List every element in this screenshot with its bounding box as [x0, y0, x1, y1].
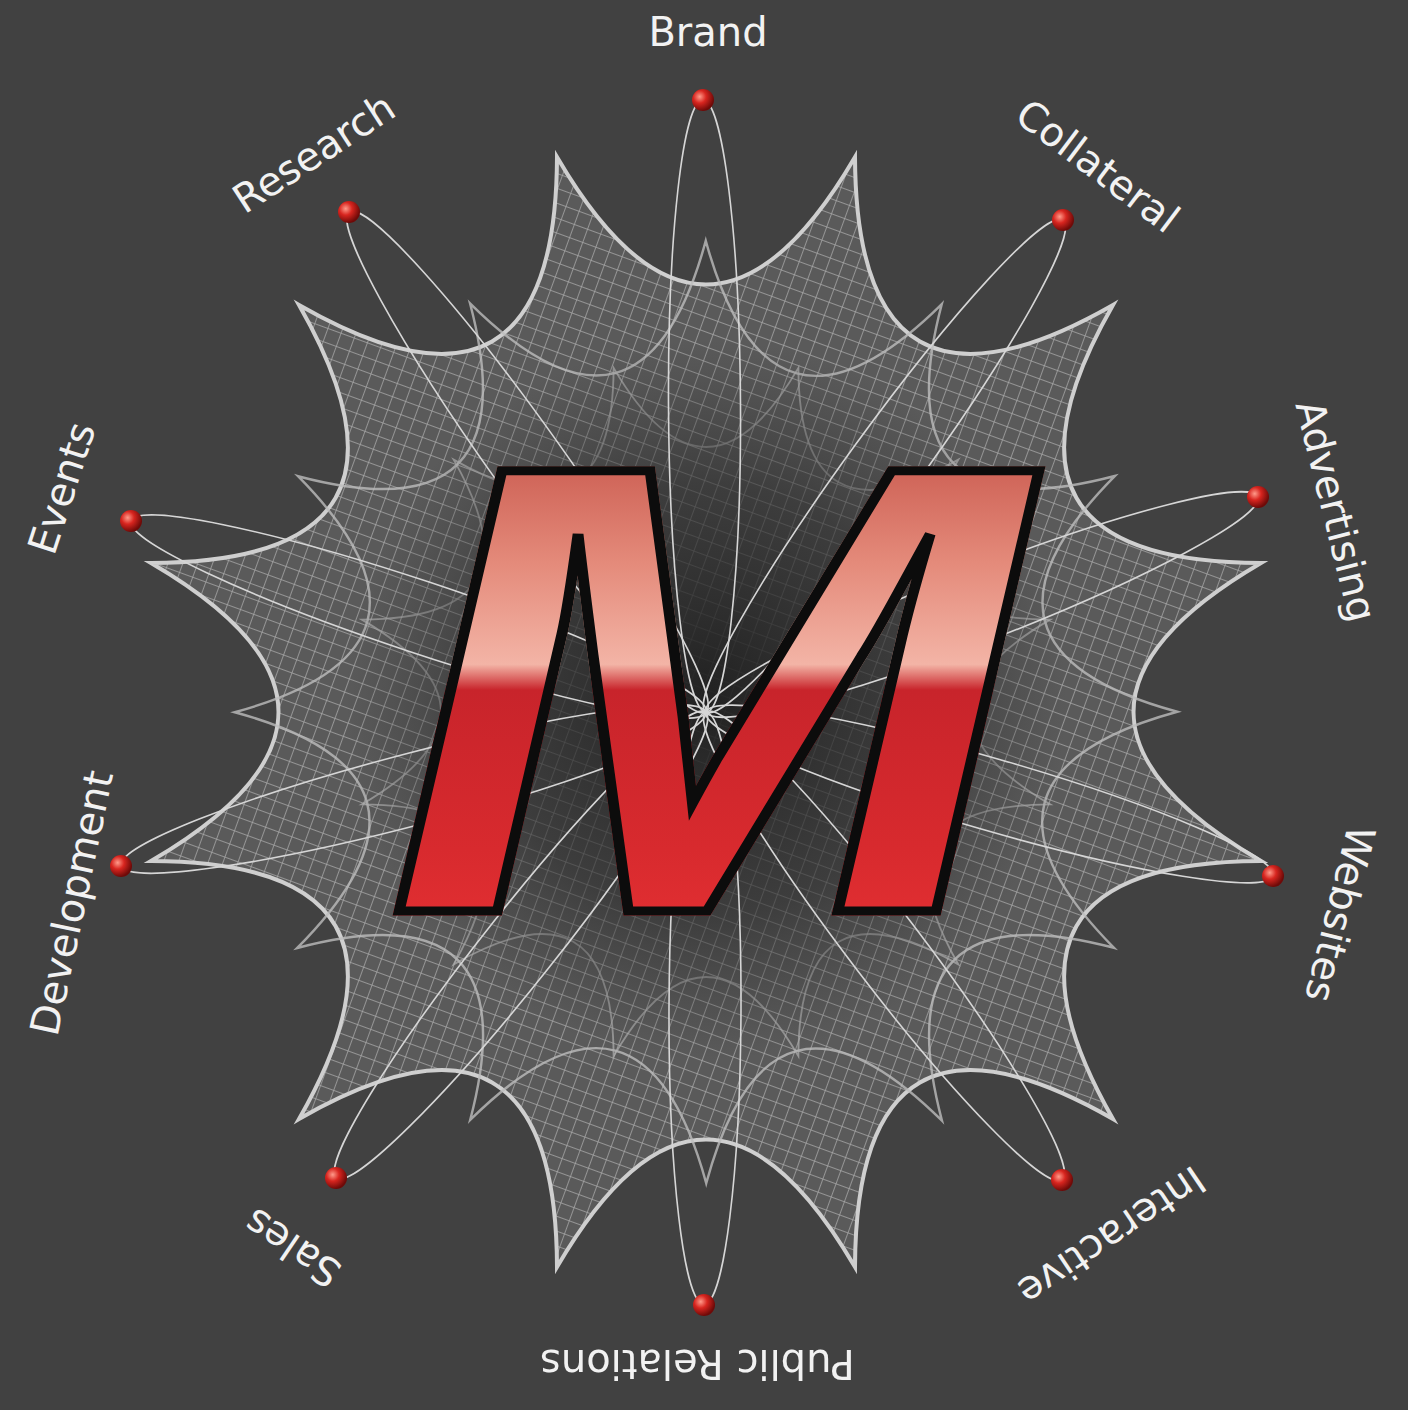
service-label: Interactive [1012, 1159, 1213, 1313]
orbit-dot [1247, 486, 1269, 508]
orbit-dot [110, 855, 132, 877]
orbit-loops [112, 100, 1283, 1305]
service-label: Collateral [1009, 92, 1186, 239]
orbit-dot [1052, 209, 1074, 231]
star-inner [149, 155, 1264, 1270]
star-outline [151, 157, 1261, 1267]
orbit-dot [692, 89, 714, 111]
orbit-dot [693, 1294, 715, 1316]
star-mesh [149, 155, 1264, 1270]
orbit-dot [120, 510, 142, 532]
service-label: Events [22, 417, 102, 558]
orbit-dot [1262, 865, 1284, 887]
service-label: Advertising [1289, 396, 1383, 625]
service-label: Research [226, 86, 402, 219]
service-label: Brand [648, 12, 767, 52]
orbit-dots [110, 89, 1284, 1316]
orbit-dot [1051, 1169, 1073, 1191]
logo-letter: M [338, 370, 1074, 1010]
service-label: Sales [237, 1202, 348, 1295]
service-label: Development [24, 767, 119, 1039]
orbit-dot [338, 201, 360, 223]
service-label: Websites [1299, 822, 1381, 1007]
service-label: Public Relations [540, 1344, 855, 1384]
orbit-dot [325, 1167, 347, 1189]
